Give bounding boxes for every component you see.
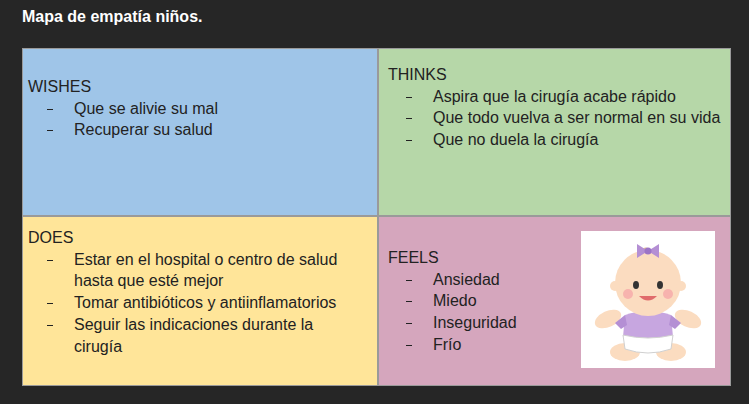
quadrant-heading: WISHES [23, 76, 377, 98]
bullet-dash [47, 260, 53, 261]
bullet-dash [47, 130, 53, 131]
bullet-dash [406, 280, 412, 281]
bullet-dash [47, 109, 53, 110]
quadrant-heading: DOES [23, 227, 377, 249]
bullet-row: Aspira que la cirugía acabe rápido [379, 86, 730, 108]
quadrant-heading: FEELS [379, 247, 730, 269]
bullet-row: Que se alivie su mal [23, 98, 377, 120]
bullet-text: Recuperar su salud [74, 119, 364, 141]
does-box: DOESEstar en el hospital o centro de sal… [22, 216, 378, 386]
bullet-dash [47, 325, 53, 326]
bullet-text: Estar en el hospital o centro de salud h… [74, 249, 352, 292]
bullet-dash [406, 345, 412, 346]
quadrant-content: DOESEstar en el hospital o centro de sal… [23, 217, 377, 357]
bullet-row: Estar en el hospital o centro de salud h… [23, 249, 377, 292]
bullet-dash [406, 97, 412, 98]
bullet-row: Tomar antibióticos y antiinflamatorios [23, 292, 377, 314]
map-title: Mapa de empatía niños. [22, 6, 202, 27]
bullet-text: Que no duela la cirugía [433, 129, 723, 151]
bullet-dash [406, 118, 412, 119]
baby-illustration [581, 231, 715, 368]
thinks-box: THINKSAspira que la cirugía acabe rápido… [378, 48, 731, 216]
bullet-dash [47, 303, 53, 304]
bullet-dash [406, 301, 412, 302]
bullet-text: Ansiedad [433, 269, 573, 291]
bullet-text: Seguir las indicaciones durante la cirug… [74, 314, 352, 357]
bullet-text: Tomar antibióticos y antiinflamatorios [74, 292, 352, 314]
quadrant-heading: THINKS [379, 64, 730, 86]
bullet-row: Que no duela la cirugía [379, 129, 730, 151]
bullet-text: Aspira que la cirugía acabe rápido [433, 86, 723, 108]
bullet-dash [406, 323, 412, 324]
bullet-text: Miedo [433, 290, 573, 312]
quadrant-content: THINKSAspira que la cirugía acabe rápido… [379, 49, 730, 151]
bullet-text: Que todo vuelva a ser normal en su vida [433, 107, 723, 129]
bullet-row: Recuperar su salud [23, 119, 377, 141]
wishes-box: WISHESQue se alivie su malRecuperar su s… [22, 48, 378, 216]
bullet-text: Inseguridad [433, 312, 573, 334]
quadrant-content: WISHESQue se alivie su malRecuperar su s… [23, 49, 377, 141]
bullet-row: Seguir las indicaciones durante la cirug… [23, 314, 377, 357]
bullet-dash [406, 140, 412, 141]
bullet-row: Que todo vuelva a ser normal en su vida [379, 107, 730, 129]
bullet-text: Frío [433, 334, 573, 356]
bullet-text: Que se alivie su mal [74, 98, 364, 120]
